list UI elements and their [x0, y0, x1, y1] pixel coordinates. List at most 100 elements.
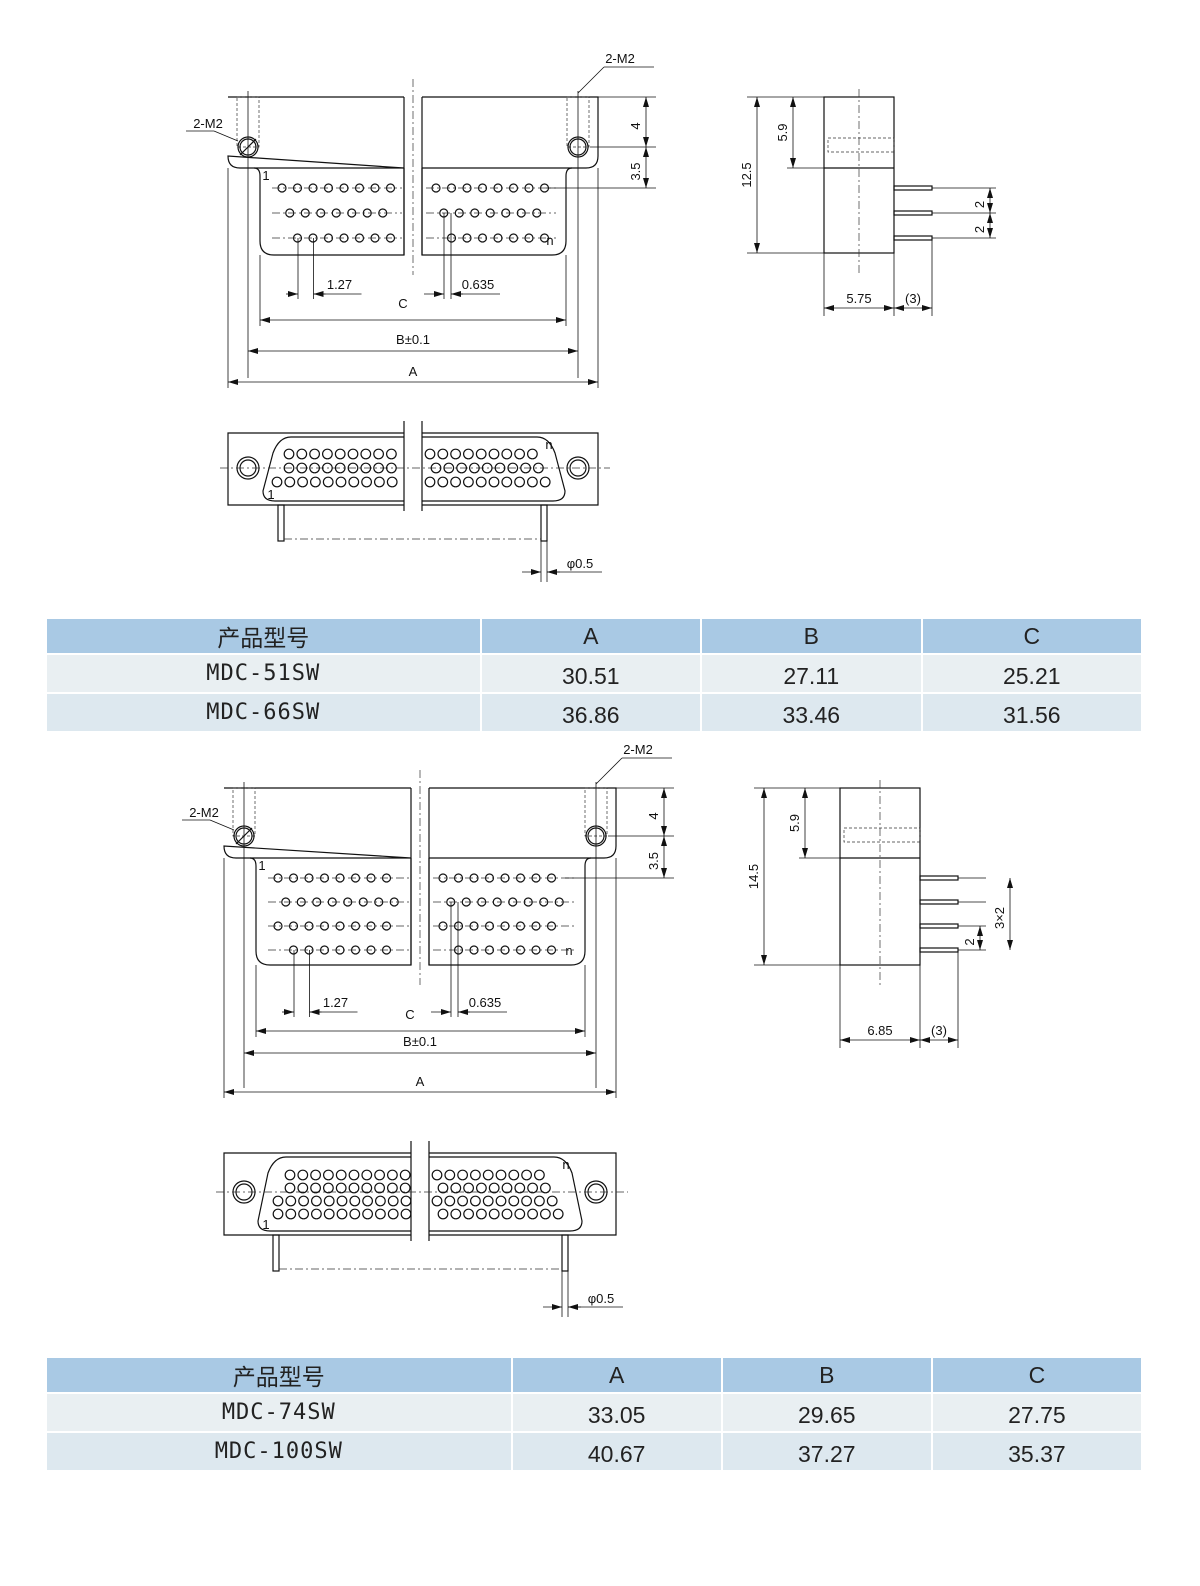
contact-hole [386, 476, 398, 488]
cell-b: 33.46 [702, 694, 921, 731]
contact-hole [323, 1195, 335, 1207]
contact-hole [361, 1182, 373, 1194]
contact-hole [514, 448, 525, 460]
dim-b-label: B±0.1 [396, 332, 430, 347]
contact-hole [387, 1182, 398, 1194]
insulator-right [428, 857, 592, 966]
contact-hole [349, 1208, 361, 1220]
contact-hole [285, 1195, 297, 1207]
table-header-row: 产品型号 A B C [47, 619, 1141, 653]
contact-hole [361, 476, 373, 488]
contact-hole [444, 1169, 456, 1181]
contact-hole [450, 476, 462, 488]
contact-hole [431, 1169, 443, 1181]
cell-a: 36.86 [481, 694, 701, 731]
contact-hole [348, 476, 360, 488]
cell-b: 37.27 [722, 1433, 931, 1470]
insulator-left [249, 857, 412, 966]
contact-hole [297, 476, 309, 488]
contact-hole [297, 1169, 309, 1181]
spec-table-1: 产品型号 A B C MDC-51SW 30.51 27.11 25.21 MD… [45, 617, 1143, 733]
contact-hole [488, 1208, 500, 1220]
dim-height-label: 14.5 [746, 864, 761, 889]
contact-hole [514, 1208, 526, 1220]
contact-hole [374, 476, 385, 488]
header-a: A [481, 619, 701, 653]
header-b: B [722, 1358, 931, 1392]
contact-hole [444, 1195, 456, 1207]
contact-hole [481, 462, 493, 474]
cell-a: 33.05 [512, 1394, 721, 1431]
contact-hole [552, 1208, 564, 1220]
contact-hole [546, 1195, 558, 1207]
cell-b: 27.11 [702, 655, 921, 692]
contact-hole [335, 1169, 347, 1181]
pin-1-label: 1 [267, 487, 274, 502]
contact-hole [539, 476, 551, 488]
contact-hole [527, 448, 538, 460]
header-model: 产品型号 [47, 619, 480, 653]
pin-n-label: n [545, 437, 552, 452]
offset-label: 0.635 [462, 277, 495, 292]
pitch-label: 1.27 [323, 995, 348, 1010]
dim-c-label: C [398, 296, 407, 311]
contact-hole [387, 1169, 398, 1181]
contact-hole [437, 1208, 449, 1220]
contact-hole [488, 476, 500, 488]
contact-hole [311, 1195, 322, 1207]
contact-hole [476, 1182, 487, 1194]
pin-n-label: n [565, 943, 572, 958]
pin-diameter-label: φ0.5 [567, 556, 594, 571]
contact-hole [495, 1195, 507, 1207]
dim-pitch-1-label: 2 [972, 201, 987, 208]
contact-hole [284, 1182, 296, 1194]
pcb-pin [561, 1234, 569, 1272]
cell-c: 27.75 [932, 1394, 1141, 1431]
contact-hole [310, 476, 321, 488]
cell-model: MDC-74SW [47, 1394, 511, 1431]
contact-hole [475, 476, 487, 488]
leader [213, 130, 239, 142]
thread-bore [843, 827, 921, 843]
contact-hole [501, 476, 513, 488]
contact-hole [443, 462, 455, 474]
contact-hole [334, 462, 346, 474]
dim-a-label: A [416, 1074, 425, 1089]
insulator-left [253, 167, 405, 256]
contact-hole [457, 1169, 469, 1181]
contact-hole [335, 476, 347, 488]
contact-hole [373, 448, 385, 460]
contact-hole [335, 1182, 347, 1194]
contact-hole [437, 476, 449, 488]
contact-hole [430, 462, 442, 474]
contact-hole [399, 1169, 411, 1181]
table-row: MDC-51SW 30.51 27.11 25.21 [47, 655, 1141, 692]
contact-hole [540, 1182, 551, 1194]
contact-hole [272, 1208, 284, 1220]
contact-hole [349, 1195, 361, 1207]
contact-hole [457, 1195, 469, 1207]
pin-1-label: 1 [258, 858, 265, 873]
contact-hole [501, 1182, 513, 1194]
dim-3-5-label: 3.5 [646, 852, 661, 870]
contact-hole [521, 1195, 532, 1207]
bottom-view: 1 n φ0.5 [220, 421, 610, 582]
contact-hole [400, 1208, 412, 1220]
contact-hole [296, 448, 308, 460]
contact-hole [469, 462, 480, 474]
contact-hole [450, 1208, 462, 1220]
contact-hole [374, 1182, 386, 1194]
dim-4-label: 4 [646, 812, 661, 819]
contact-hole [311, 1208, 322, 1220]
pin-tail [893, 210, 933, 216]
cell-model: MDC-51SW [47, 655, 480, 692]
dim-pitch-total-label: 3×2 [992, 907, 1007, 929]
contact-hole [284, 476, 296, 488]
dim-b-label: B±0.1 [403, 1034, 437, 1049]
pin-1-label: 1 [262, 1217, 269, 1232]
contact-hole [309, 462, 321, 474]
